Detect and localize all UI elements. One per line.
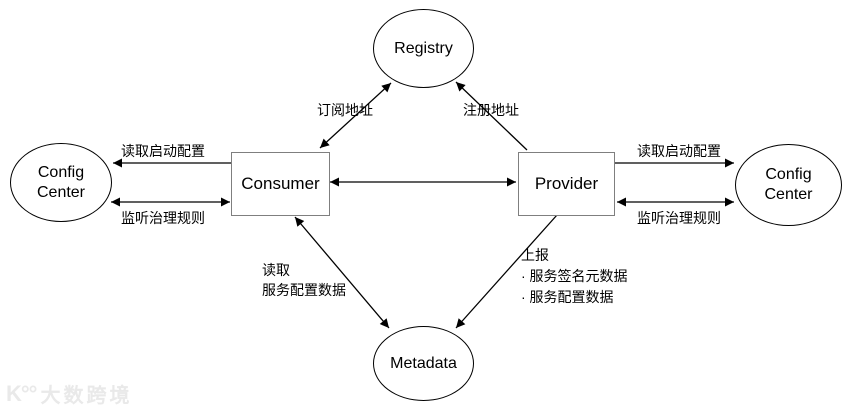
label-report-metadata-line3: · 服务配置数据 [521, 289, 614, 305]
label-report-metadata-line2: · 服务签名元数据 [521, 268, 628, 284]
label-read-metadata-line1: 读取 [262, 262, 290, 278]
node-config-center-right-label-line2: Center [764, 186, 813, 203]
node-metadata: Metadata [373, 326, 474, 401]
watermark: K°° 大数跨境 [6, 379, 132, 408]
watermark-text: 大数跨境 [40, 385, 133, 407]
edge-read-metadata [294, 216, 390, 329]
watermark-logo-icon: K°° [6, 380, 38, 406]
label-subscribe-address: 订阅地址 [317, 102, 373, 118]
node-config-center-left-label-line2: Center [36, 183, 86, 201]
label-listen-governance-right: 监听治理规则 [637, 210, 721, 226]
node-metadata-label: Metadata [390, 354, 457, 372]
label-read-metadata: 读取 服务配置数据 [262, 260, 346, 300]
node-consumer-label: Consumer [241, 174, 320, 193]
node-config-center-right: Config Center [735, 144, 842, 226]
node-registry-label: Registry [394, 39, 453, 57]
label-report-metadata: 上报 · 服务签名元数据 · 服务配置数据 [521, 245, 628, 308]
node-provider: Provider [518, 152, 615, 216]
label-register-address: 注册地址 [463, 102, 519, 118]
node-config-center-left: Config Center [10, 143, 112, 222]
node-consumer: Consumer [231, 152, 330, 216]
label-report-metadata-line1: 上报 [521, 247, 549, 263]
edge-register-address [455, 81, 528, 151]
label-listen-governance-left: 监听治理规则 [121, 210, 205, 226]
edge-subscribe-address [319, 82, 392, 149]
node-config-center-right-label-line1: Config [765, 166, 812, 183]
edge-report-metadata [455, 214, 558, 329]
label-read-boot-config-left: 读取启动配置 [121, 143, 205, 159]
node-provider-label: Provider [534, 174, 599, 193]
label-read-boot-config-right: 读取启动配置 [637, 143, 721, 159]
node-config-center-left-label-line1: Config [37, 163, 85, 181]
node-registry: Registry [373, 9, 474, 88]
label-read-metadata-line2: 服务配置数据 [262, 282, 346, 298]
